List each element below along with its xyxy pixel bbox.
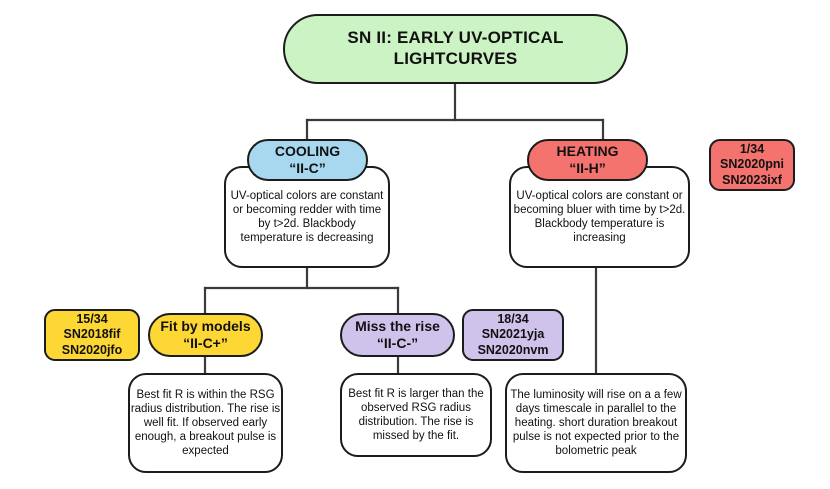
badge-fit-by-models-count-text: 15/34 SN2018fif SN2020jfo: [61, 312, 123, 357]
node-heating-outcome-description-text: The luminosity will rise on a a few days…: [510, 388, 682, 458]
node-heating-description: UV-optical colors are constant or becomi…: [509, 166, 690, 268]
node-fit-by-models-description-text: Best fit R is within the RSG radius dist…: [130, 388, 281, 458]
badge-heating-count-text: 1/34 SN2020pni SN2023ixf: [720, 142, 784, 187]
node-title: SN II: EARLY UV-OPTICAL LIGHTCURVES: [283, 14, 628, 84]
node-heating-description-text: UV-optical colors are constant or becomi…: [513, 189, 686, 245]
badge-fit-by-models-count: 15/34 SN2018fif SN2020jfo: [44, 309, 140, 361]
node-miss-the-rise-description: Best fit R is larger than the observed R…: [340, 373, 492, 457]
node-title-label: SN II: EARLY UV-OPTICAL LIGHTCURVES: [347, 28, 564, 68]
badge-miss-the-rise-count-text: 18/34 SN2021yja SN2020nvm: [477, 312, 549, 357]
node-miss-the-rise-label: Miss the rise “II-C-”: [355, 317, 440, 351]
node-fit-by-models-description: Best fit R is within the RSG radius dist…: [128, 373, 283, 473]
node-cooling-label: COOLING “II-C”: [274, 142, 341, 176]
node-cooling-description: UV-optical colors are constant or becomi…: [224, 166, 390, 268]
node-miss-the-rise: Miss the rise “II-C-”: [340, 313, 455, 357]
node-miss-the-rise-description-text: Best fit R is larger than the observed R…: [348, 387, 484, 443]
node-heating: HEATING “II-H”: [527, 139, 648, 181]
node-heating-label: HEATING “II-H”: [556, 142, 619, 176]
badge-miss-the-rise-count: 18/34 SN2021yja SN2020nvm: [462, 309, 564, 361]
node-heating-outcome-description: The luminosity will rise on a a few days…: [505, 373, 687, 473]
node-fit-by-models: Fit by models “II-C+”: [148, 313, 263, 357]
node-cooling: COOLING “II-C”: [247, 139, 368, 181]
node-fit-by-models-label: Fit by models “II-C+”: [160, 317, 251, 351]
node-cooling-description-text: UV-optical colors are constant or becomi…: [230, 189, 384, 245]
badge-heating-count: 1/34 SN2020pni SN2023ixf: [709, 139, 795, 191]
